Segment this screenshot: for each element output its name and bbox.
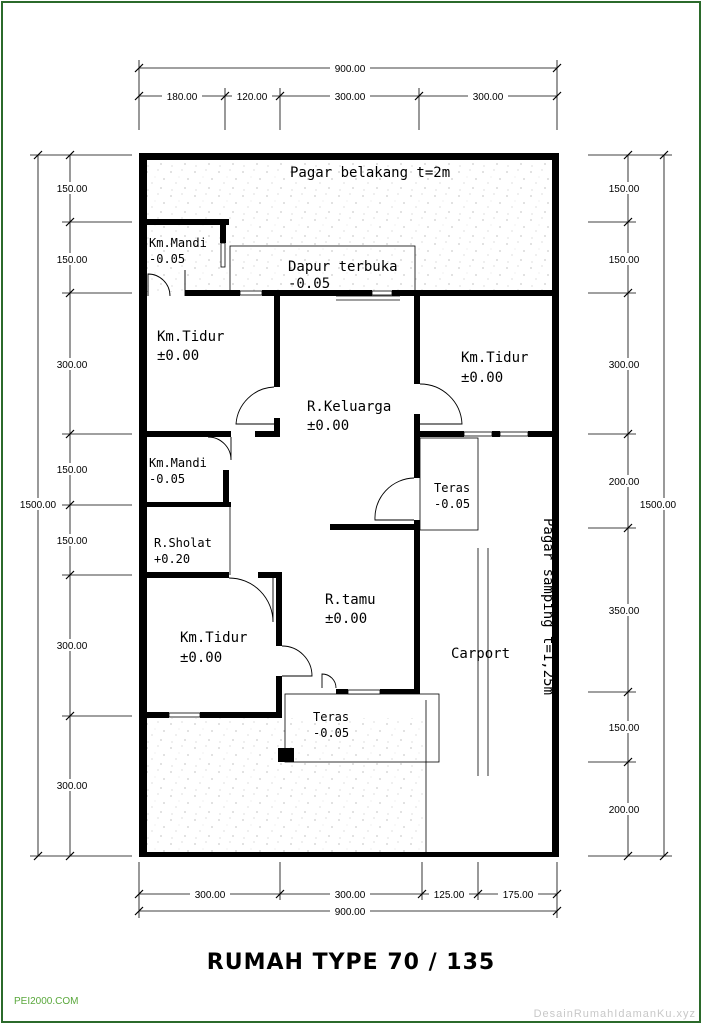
- dim-right-2: 150.00: [609, 255, 640, 266]
- label-teras-2: Teras: [313, 710, 349, 724]
- dim-left-1: 150.00: [57, 184, 88, 195]
- label-km-tidur-3: Km.Tidur: [180, 630, 247, 646]
- dim-left-5: 150.00: [57, 536, 88, 547]
- right-dimension-labels: 1500.00 150.00 150.00 300.00 200.00 350.…: [604, 182, 680, 816]
- label-teras-1-level: -0.05: [434, 497, 470, 511]
- label-r-sholat: R.Sholat: [154, 536, 212, 550]
- dim-left-6: 300.00: [57, 641, 88, 652]
- label-km-mandi-1: Km.Mandi: [149, 236, 207, 250]
- label-r-keluarga: R.Keluarga: [307, 399, 391, 415]
- label-r-tamu-level: ±0.00: [325, 611, 367, 627]
- label-km-mandi-2-level: -0.05: [149, 472, 185, 486]
- label-pagar-belakang: Pagar belakang t=2m: [290, 165, 450, 181]
- dim-left-3: 300.00: [57, 360, 88, 371]
- dim-left-2: 150.00: [57, 255, 88, 266]
- label-dapur-level: -0.05: [288, 276, 330, 292]
- dim-bottom-4: 175.00: [503, 890, 534, 901]
- label-dapur: Dapur terbuka: [288, 259, 398, 275]
- label-km-tidur-2-level: ±0.00: [461, 370, 503, 386]
- label-carport: Carport: [451, 646, 510, 662]
- dim-top-2: 120.00: [237, 92, 268, 103]
- dim-top-total: 900.00: [335, 64, 366, 75]
- doors: [147, 270, 463, 689]
- watermark-left: PEI2000.COM: [14, 996, 79, 1007]
- left-dimension-labels: 1500.00 150.00 150.00 300.00 150.00 150.…: [16, 182, 92, 792]
- dim-right-3: 300.00: [609, 360, 640, 371]
- label-km-mandi-1-level: -0.05: [149, 252, 185, 266]
- dim-right-5: 350.00: [609, 606, 640, 617]
- watermark-right: DesainRumahIdamanKu.xyz: [533, 1008, 696, 1020]
- label-km-tidur-1: Km.Tidur: [157, 329, 224, 345]
- top-dimension-labels: 900.00 180.00 120.00 300.00 300.00: [162, 62, 508, 103]
- label-r-tamu: R.tamu: [325, 592, 376, 608]
- bottom-dimension-labels: 300.00 300.00 125.00 175.00 900.00: [190, 888, 538, 918]
- drawing-title: RUMAH TYPE 70 / 135: [206, 950, 496, 975]
- dim-top-1: 180.00: [167, 92, 198, 103]
- dim-right-1: 150.00: [609, 184, 640, 195]
- label-km-tidur-2: Km.Tidur: [461, 350, 528, 366]
- dim-top-4: 300.00: [473, 92, 504, 103]
- label-pagar-samping: Pagar samping t=1,25m: [540, 518, 556, 695]
- dim-left-4: 150.00: [57, 465, 88, 476]
- dim-bottom-total: 900.00: [335, 907, 366, 918]
- dim-left-7: 300.00: [57, 781, 88, 792]
- dim-right-6: 150.00: [609, 723, 640, 734]
- label-km-tidur-3-level: ±0.00: [180, 650, 222, 666]
- label-teras-2-level: -0.05: [313, 726, 349, 740]
- dim-bottom-3: 125.00: [434, 890, 465, 901]
- label-r-keluarga-level: ±0.00: [307, 418, 349, 434]
- label-r-sholat-level: +0.20: [154, 552, 190, 566]
- dimension-ticks: [33, 63, 669, 916]
- dim-bottom-2: 300.00: [335, 890, 366, 901]
- dim-bottom-1: 300.00: [195, 890, 226, 901]
- back-yard-fill: [147, 160, 553, 292]
- windows: [168, 242, 529, 718]
- label-km-tidur-1-level: ±0.00: [157, 348, 199, 364]
- label-teras-1: Teras: [434, 481, 470, 495]
- dim-right-7: 200.00: [609, 805, 640, 816]
- dim-top-3: 300.00: [335, 92, 366, 103]
- dim-left-total: 1500.00: [20, 500, 57, 511]
- walls: [139, 153, 559, 857]
- dim-right-total: 1500.00: [640, 500, 677, 511]
- label-km-mandi-2: Km.Mandi: [149, 456, 207, 470]
- dim-right-4: 200.00: [609, 477, 640, 488]
